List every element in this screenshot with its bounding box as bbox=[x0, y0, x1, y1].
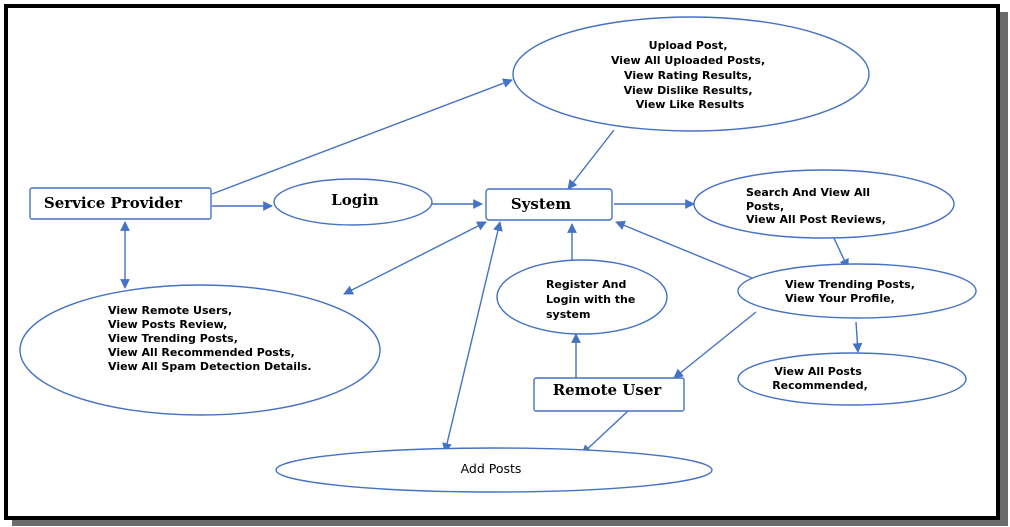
provider-functions-line: View Posts Review, bbox=[108, 318, 227, 331]
trending-functions-line: View Trending Posts, bbox=[785, 278, 915, 291]
provider-functions-line: View All Spam Detection Details. bbox=[108, 360, 312, 373]
remote-user-label: Remote User bbox=[553, 381, 663, 399]
recommended-line: View All Posts bbox=[774, 365, 862, 378]
edge-remote-user-to-add-posts bbox=[581, 410, 629, 455]
provider-functions-line: View Trending Posts, bbox=[108, 332, 238, 345]
edge-trending-to-system bbox=[615, 220, 753, 279]
register-login-line: system bbox=[546, 308, 590, 321]
node-remote-user: Remote User bbox=[533, 377, 685, 412]
recommended-text: View All Posts Recommended, bbox=[772, 365, 868, 392]
provider-functions-text: View Remote Users, View Posts Review, Vi… bbox=[108, 304, 312, 373]
search-functions-line: View All Post Reviews, bbox=[746, 213, 886, 226]
search-functions-text: Search And View All Posts, View All Post… bbox=[746, 186, 886, 226]
node-search-functions: Search And View All Posts, View All Post… bbox=[693, 169, 955, 239]
node-upload-functions: Upload Post, View All Uploaded Posts, Vi… bbox=[512, 16, 870, 132]
node-provider-functions: View Remote Users, View Posts Review, Vi… bbox=[19, 284, 381, 416]
upload-functions-line: View All Uploaded Posts, bbox=[611, 54, 765, 67]
provider-functions-line: View All Recommended Posts, bbox=[108, 346, 295, 359]
recommended-line: Recommended, bbox=[772, 379, 868, 392]
upload-functions-line: View Like Results bbox=[636, 98, 745, 111]
edge-upload-to-system bbox=[567, 129, 615, 190]
node-recommended: View All Posts Recommended, bbox=[737, 352, 967, 406]
service-provider-label: Service Provider bbox=[44, 194, 183, 212]
edge-trending-to-remote-user bbox=[673, 311, 757, 379]
edge-search-to-trending bbox=[831, 233, 849, 269]
node-login: Login bbox=[273, 178, 433, 226]
trending-functions-line: View Your Profile, bbox=[785, 292, 895, 305]
trending-functions-text: View Trending Posts, View Your Profile, bbox=[785, 278, 919, 305]
edge-provider-to-upload bbox=[211, 78, 513, 195]
search-functions-line: Search And View All bbox=[746, 186, 870, 199]
register-login-text: Register And Login with the system bbox=[546, 278, 639, 321]
upload-functions-text: Upload Post, View All Uploaded Posts, Vi… bbox=[611, 39, 769, 111]
register-login-line: Login with the bbox=[546, 293, 635, 306]
edge-system-add-posts bbox=[442, 221, 503, 453]
add-posts-label: Add Posts bbox=[461, 461, 522, 476]
edge-trending-to-recommended bbox=[852, 321, 863, 353]
upload-functions-line: View Dislike Results, bbox=[624, 84, 753, 97]
edges bbox=[120, 78, 863, 455]
node-system: System bbox=[485, 188, 613, 221]
provider-functions-line: View Remote Users, bbox=[108, 304, 232, 317]
node-trending-functions: View Trending Posts, View Your Profile, bbox=[737, 263, 977, 319]
upload-functions-line: View Rating Results, bbox=[624, 69, 752, 82]
search-functions-line: Posts, bbox=[746, 200, 784, 213]
node-service-provider: Service Provider bbox=[29, 187, 212, 220]
node-add-posts: Add Posts bbox=[275, 447, 713, 493]
system-label: System bbox=[511, 195, 571, 213]
node-register-login: Register And Login with the system bbox=[496, 259, 668, 335]
login-label: Login bbox=[331, 191, 379, 209]
register-login-line: Register And bbox=[546, 278, 626, 291]
upload-functions-line: Upload Post, bbox=[649, 39, 728, 52]
